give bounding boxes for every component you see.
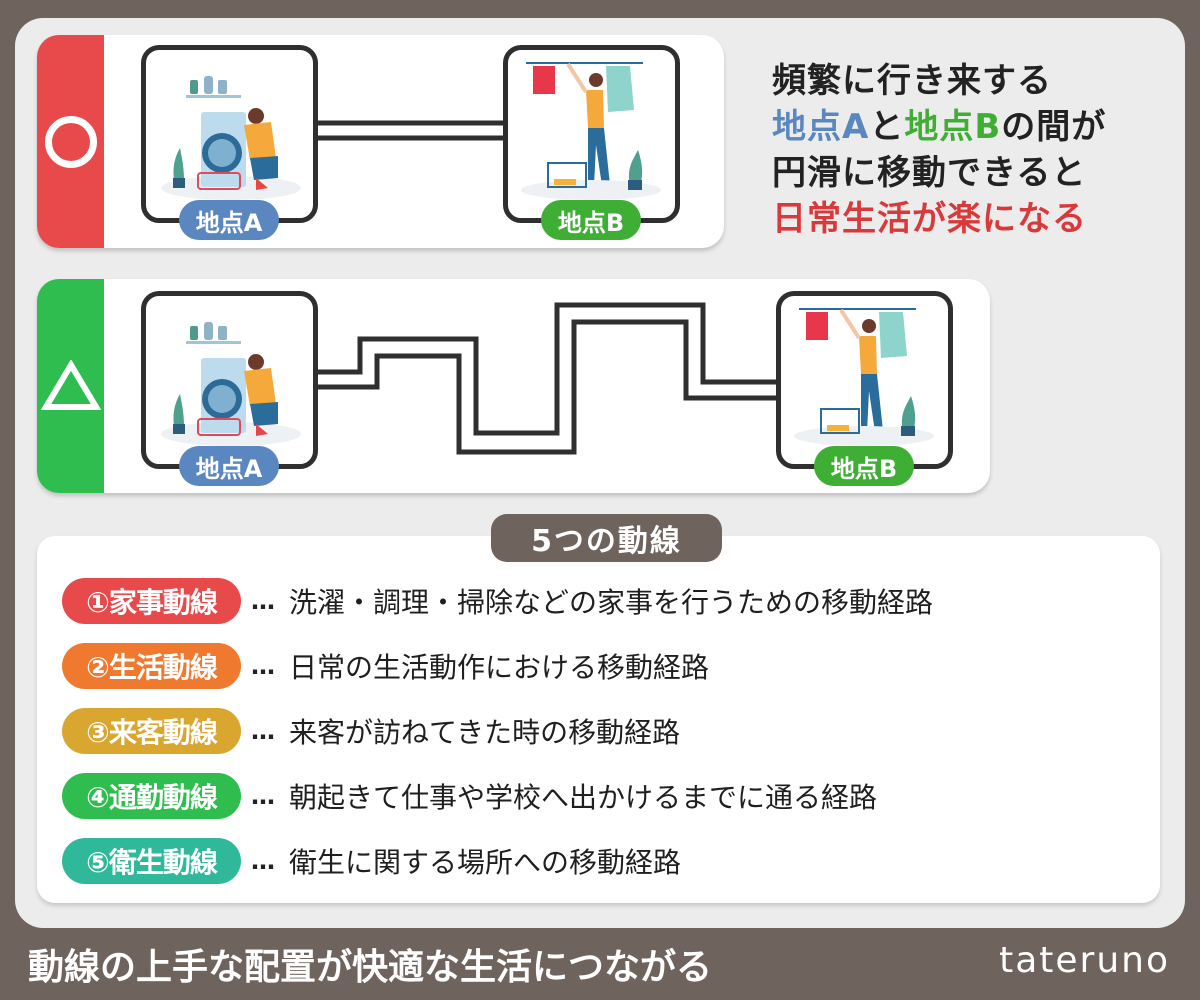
footer-caption: 動線の上手な配置が快適な生活につながる <box>28 947 713 988</box>
brand-logo: tateruno <box>999 940 1170 981</box>
headline-line-1: 頻繁に行き来する <box>772 61 1052 101</box>
flowline-label: ④通勤動線 <box>62 773 241 819</box>
headline-point-a: 地点A <box>772 107 870 147</box>
headline-point-b: 地点B <box>904 107 1002 147</box>
good-mark-bar <box>37 35 104 248</box>
headline-line-3: 円滑に移動できると <box>772 153 1087 193</box>
flowline-description: 来客が訪ねてきた時の移動経路 <box>289 716 681 749</box>
flowline-description: 朝起きて仕事や学校へ出かけるまでに通る経路 <box>289 781 878 814</box>
point-a-tag: 地点A <box>179 200 279 240</box>
headline-line-2: 地点Aと地点Bの間が <box>772 104 1106 150</box>
point-a-tag: 地点A <box>179 446 279 486</box>
flowline-item: ⑤衛生動線 … 衛生に関する場所への移動経路 <box>62 838 681 884</box>
triangle-icon <box>40 360 101 410</box>
flowline-item: ④通勤動線 … 朝起きて仕事や学校へ出かけるまでに通る経路 <box>62 773 877 819</box>
point-b-node-bad: 地点B <box>776 291 953 486</box>
point-a-node-good: 地点A <box>141 45 318 240</box>
flowline-label: ③来客動線 <box>62 708 241 754</box>
headline: 頻繁に行き来する 地点Aと地点Bの間が 円滑に移動できると 日常生活が楽になる <box>772 58 1106 242</box>
separator-dots: … <box>251 717 275 745</box>
flowline-label: ②生活動線 <box>62 643 241 689</box>
flowline-item: ①家事動線 … 洗濯・調理・掃除などの家事を行うための移動経路 <box>62 578 933 624</box>
flowline-item: ②生活動線 … 日常の生活動作における移動経路 <box>62 643 709 689</box>
point-b-node-good: 地点B <box>503 45 680 240</box>
flowline-description: 衛生に関する場所への移動経路 <box>289 846 682 879</box>
headline-line-4: 日常生活が楽になる <box>772 199 1087 239</box>
point-a-node-bad: 地点A <box>141 291 318 486</box>
flowline-item: ③来客動線 … 来客が訪ねてきた時の移動経路 <box>62 708 680 754</box>
flowline-label: ①家事動線 <box>62 578 241 624</box>
separator-dots: … <box>251 847 275 875</box>
headline-conjunction: と <box>869 107 905 147</box>
flowline-description: 洗濯・調理・掃除などの家事を行うための移動経路 <box>289 586 934 619</box>
headline-line-2-end: の間が <box>1001 107 1107 147</box>
bad-mark-bar <box>37 279 104 493</box>
point-b-tag: 地点B <box>814 446 914 486</box>
hanging-laundry-illustration <box>521 62 661 200</box>
five-flowlines-title: 5つの動線 <box>491 514 722 562</box>
separator-dots: … <box>251 652 275 680</box>
flowline-description: 日常の生活動作における移動経路 <box>289 651 710 684</box>
hanging-laundry-illustration <box>794 308 934 446</box>
separator-dots: … <box>251 782 275 810</box>
circle-icon <box>44 115 97 168</box>
separator-dots: … <box>251 587 275 615</box>
laundry-machine-illustration <box>161 76 301 200</box>
point-b-tag: 地点B <box>541 200 641 240</box>
laundry-machine-illustration <box>161 322 301 446</box>
flowline-label: ⑤衛生動線 <box>62 838 241 884</box>
